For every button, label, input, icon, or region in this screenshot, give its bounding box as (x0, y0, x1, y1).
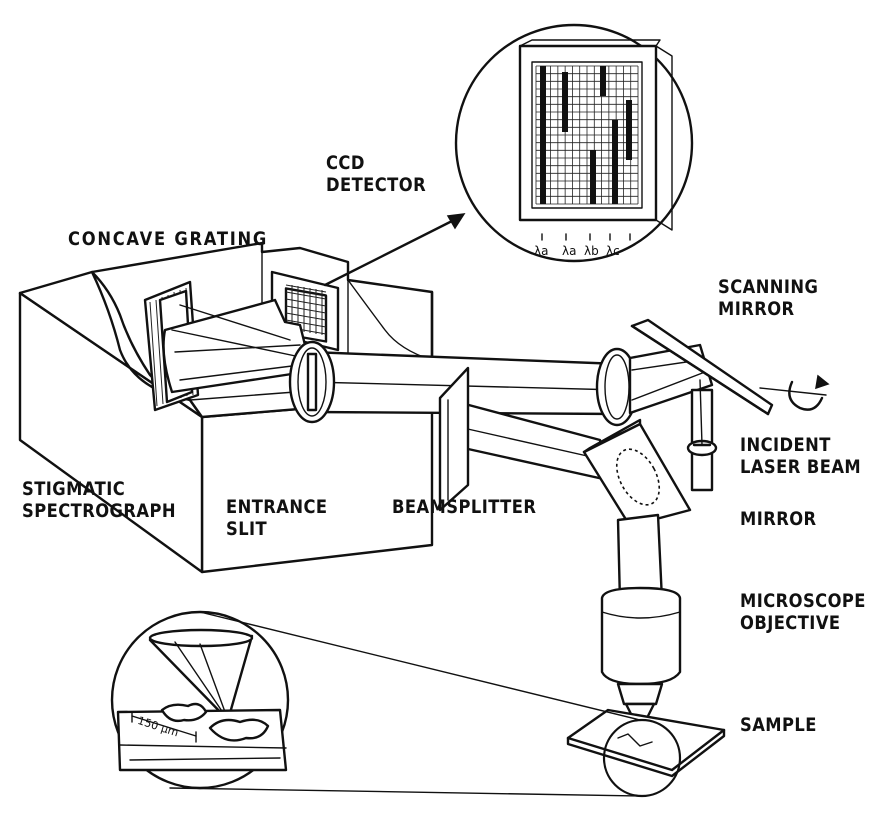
sample-stage (566, 708, 726, 798)
ccd-wavelength-label: λb (584, 244, 599, 258)
microscope-objective (600, 513, 682, 734)
ccd-zoom-circle (454, 23, 694, 263)
beamsplitter (438, 366, 470, 512)
incident-laser-beam (686, 379, 718, 492)
ccd-wavelength-label: λa (534, 244, 549, 258)
label-beamsplitter: BEAMSPLITTER (392, 496, 537, 518)
label-ccd-detector: CCD DETECTOR (326, 152, 427, 196)
ccd-spectral-stripe (626, 100, 632, 160)
ccd-wavelength-label: λa (562, 244, 577, 258)
entrance-slit (288, 340, 336, 424)
ccd-spectral-stripe (612, 120, 618, 204)
label-concave-grating: CONCAVE GRATING (68, 228, 269, 250)
label-scanning-mirror: SCANNING MIRROR (718, 276, 819, 320)
ccd-wavelength-label: λc (606, 244, 620, 258)
label-sample: SAMPLE (740, 714, 817, 736)
label-stigmatic-spectrograph: STIGMATIC SPECTROGRAPH (22, 478, 176, 522)
grating-light-cone (162, 298, 307, 394)
ccd-spectral-stripe (600, 66, 606, 96)
ccd-pointer-arrow (323, 213, 466, 287)
ccd-spectral-stripe (562, 72, 568, 132)
label-microscope-objective: MICROSCOPE OBJECTIVE (740, 590, 866, 634)
lower-mirror (582, 418, 692, 528)
magnified-sample-view (110, 610, 641, 797)
label-incident-laser-beam: INCIDENT LASER BEAM (740, 434, 862, 478)
label-entrance-slit: ENTRANCE SLIT (226, 496, 328, 540)
ccd-spectral-stripe (590, 150, 596, 204)
ccd-spectral-stripe (540, 66, 546, 204)
scanning-mirror (630, 318, 830, 416)
label-mirror: MIRROR (740, 508, 817, 530)
